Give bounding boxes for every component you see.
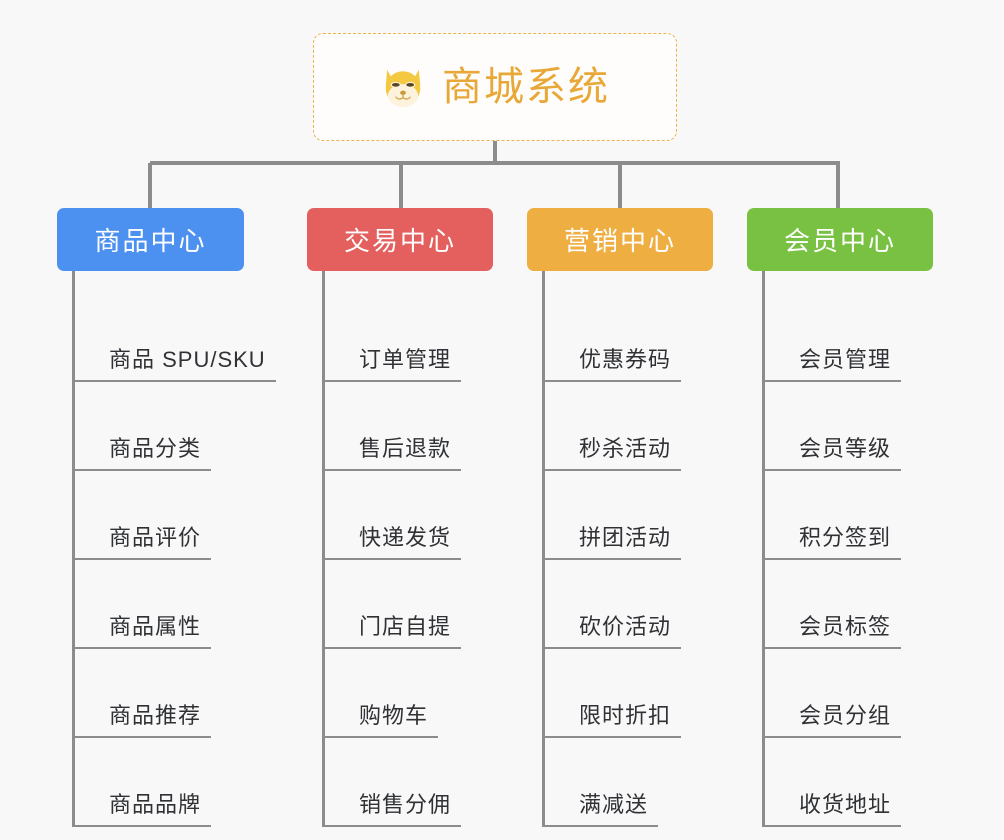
list-item[interactable]: 门店自提 (325, 560, 527, 649)
leaf-label: 快递发货 (325, 525, 462, 560)
leaf-label: 积分签到 (765, 525, 902, 560)
leaf-label: 砍价活动 (545, 614, 682, 649)
leaf-label: 门店自提 (325, 614, 462, 649)
leaf-list: 商品 SPU/SKU 商品分类 商品评价 商品属性 商品推荐 商品品牌 (72, 271, 307, 827)
leaf-label: 满减送 (545, 792, 659, 827)
leaf-list: 会员管理 会员等级 积分签到 会员标签 会员分组 收货地址 (762, 271, 967, 827)
list-item[interactable]: 会员管理 (765, 293, 967, 382)
list-item[interactable]: 商品推荐 (75, 649, 307, 738)
leaf-label: 会员管理 (765, 347, 902, 382)
list-item[interactable]: 商品品牌 (75, 738, 307, 827)
root-node[interactable]: 商城系统 (313, 33, 677, 141)
leaf-label: 商品评价 (75, 525, 212, 560)
leaf-label: 会员标签 (765, 614, 902, 649)
leaf-label: 商品属性 (75, 614, 212, 649)
list-item[interactable]: 会员等级 (765, 382, 967, 471)
list-item[interactable]: 商品 SPU/SKU (75, 293, 307, 382)
list-item[interactable]: 会员标签 (765, 560, 967, 649)
list-item[interactable]: 商品评价 (75, 471, 307, 560)
list-item[interactable]: 购物车 (325, 649, 527, 738)
category-title: 营销中心 (563, 226, 676, 256)
leaf-label: 优惠券码 (545, 347, 682, 382)
category-header-marketing[interactable]: 营销中心 (527, 208, 713, 271)
category-header-product[interactable]: 商品中心 (57, 208, 244, 271)
leaf-label: 订单管理 (325, 347, 462, 382)
leaf-label: 销售分佣 (325, 792, 462, 827)
leaf-list: 订单管理 售后退款 快递发货 门店自提 购物车 销售分佣 (322, 271, 527, 827)
leaf-label: 限时折扣 (545, 703, 682, 738)
leaf-label: 秒杀活动 (545, 436, 682, 471)
shiba-dog-face-icon (385, 69, 421, 108)
list-item[interactable]: 商品分类 (75, 382, 307, 471)
category-column-product: 商品中心 商品 SPU/SKU 商品分类 商品评价 商品属性 商品推荐 商品品牌 (57, 208, 307, 827)
leaf-label: 售后退款 (325, 436, 462, 471)
category-header-trade[interactable]: 交易中心 (307, 208, 493, 271)
list-item[interactable]: 订单管理 (325, 293, 527, 382)
list-item[interactable]: 销售分佣 (325, 738, 527, 827)
category-title: 商品中心 (94, 226, 207, 256)
list-item[interactable]: 满减送 (545, 738, 747, 827)
list-item[interactable]: 收货地址 (765, 738, 967, 827)
leaf-label: 商品分类 (75, 436, 212, 471)
category-header-member[interactable]: 会员中心 (747, 208, 933, 271)
list-item[interactable]: 售后退款 (325, 382, 527, 471)
leaf-list: 优惠券码 秒杀活动 拼团活动 砍价活动 限时折扣 满减送 (542, 271, 747, 827)
list-item[interactable]: 商品属性 (75, 560, 307, 649)
list-item[interactable]: 限时折扣 (545, 649, 747, 738)
leaf-label: 商品推荐 (75, 703, 212, 738)
leaf-label: 商品 SPU/SKU (75, 347, 276, 382)
category-column-marketing: 营销中心 优惠券码 秒杀活动 拼团活动 砍价活动 限时折扣 满减送 (527, 208, 747, 827)
leaf-label: 会员分组 (765, 703, 902, 738)
leaf-label: 拼团活动 (545, 525, 682, 560)
leaf-label: 收货地址 (765, 792, 902, 827)
list-item[interactable]: 秒杀活动 (545, 382, 747, 471)
leaf-label: 购物车 (325, 703, 439, 738)
category-title: 交易中心 (343, 226, 456, 256)
list-item[interactable]: 积分签到 (765, 471, 967, 560)
list-item[interactable]: 会员分组 (765, 649, 967, 738)
leaf-label: 会员等级 (765, 436, 902, 471)
category-column-trade: 交易中心 订单管理 售后退款 快递发货 门店自提 购物车 销售分佣 (307, 208, 527, 827)
list-item[interactable]: 快递发货 (325, 471, 527, 560)
list-item[interactable]: 拼团活动 (545, 471, 747, 560)
category-title: 会员中心 (783, 226, 896, 256)
category-column-member: 会员中心 会员管理 会员等级 积分签到 会员标签 会员分组 收货地址 (747, 208, 967, 827)
list-item[interactable]: 砍价活动 (545, 560, 747, 649)
list-item[interactable]: 优惠券码 (545, 293, 747, 382)
leaf-label: 商品品牌 (75, 792, 212, 827)
root-title: 商城系统 (442, 65, 610, 109)
